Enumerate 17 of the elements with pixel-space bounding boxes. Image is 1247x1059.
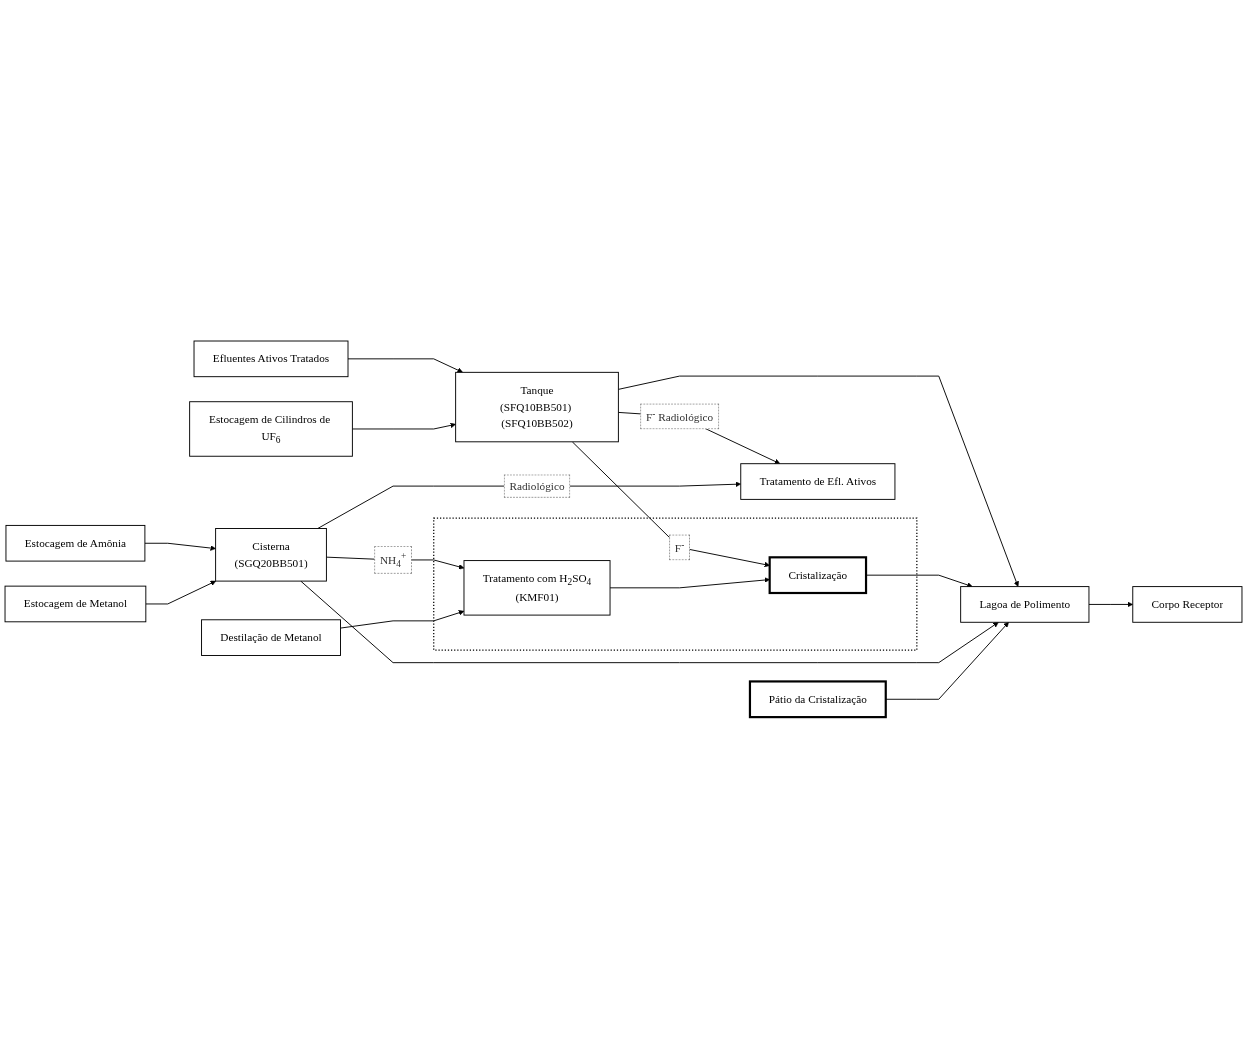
cluster — [433, 517, 918, 652]
node-box: Tratamento com H$_{2}$SO$_{4}$ (KMF01) — [463, 560, 611, 616]
node-box: Efluentes Ativos Tratados — [193, 340, 349, 378]
edge-label: F$^{-}$ Radiológico — [645, 409, 714, 425]
node-box: Cisterna (SGQ20BB501) — [215, 528, 327, 582]
node-box: Estocagem de Metanol — [4, 586, 147, 623]
node-box: Tanque (SFQ10BB501) (SFQ10BB502) — [455, 372, 619, 443]
node-box: Tratamento de Efl. Ativos — [740, 463, 896, 501]
node-box: Corpo Receptor — [1132, 586, 1243, 624]
node-box: Lagoa de Polimento — [960, 586, 1090, 624]
node-box: Estocagem de Cilindros de UF$_{6}$ — [189, 401, 353, 458]
node-box: Cristalização — [768, 556, 868, 595]
node-box: Estocagem de Amônia — [5, 525, 146, 562]
node-box: Destilação de Metanol — [201, 619, 341, 657]
edge-label: F$^{-}$ — [674, 540, 685, 556]
edge-label: Radiológico — [509, 479, 565, 493]
node-box: Pátio da Cristalização — [748, 680, 887, 719]
